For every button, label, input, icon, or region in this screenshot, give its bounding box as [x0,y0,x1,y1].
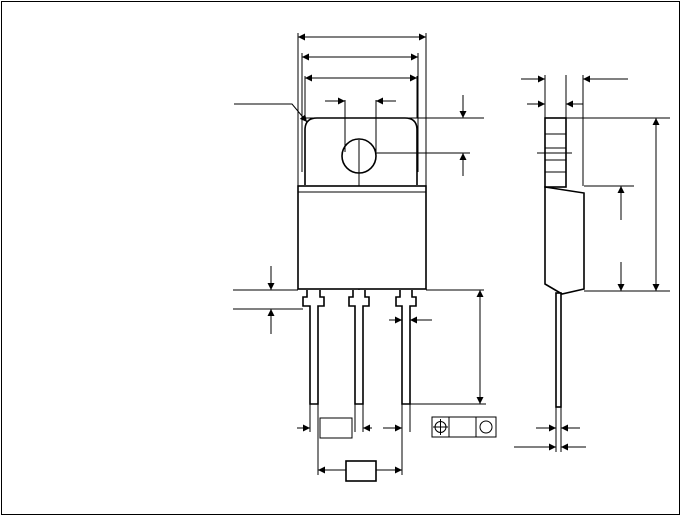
mounting-tab [304,117,418,185]
mmc-symbol-icon [479,420,493,434]
lead-1 [302,290,325,405]
tab-outer-outline [297,33,427,189]
lead-3 [395,290,417,405]
tab-corner-leader [234,103,308,123]
position-tolerance-frame [431,416,497,438]
side-view [514,75,670,452]
front-view [233,33,497,482]
molded-body [297,185,427,290]
side-lead [555,292,562,408]
span-value-box [345,460,377,482]
side-body [544,186,585,295]
lead-2 [348,290,370,405]
tab-inner-outline [301,53,419,172]
pitch-value-box [319,417,353,439]
